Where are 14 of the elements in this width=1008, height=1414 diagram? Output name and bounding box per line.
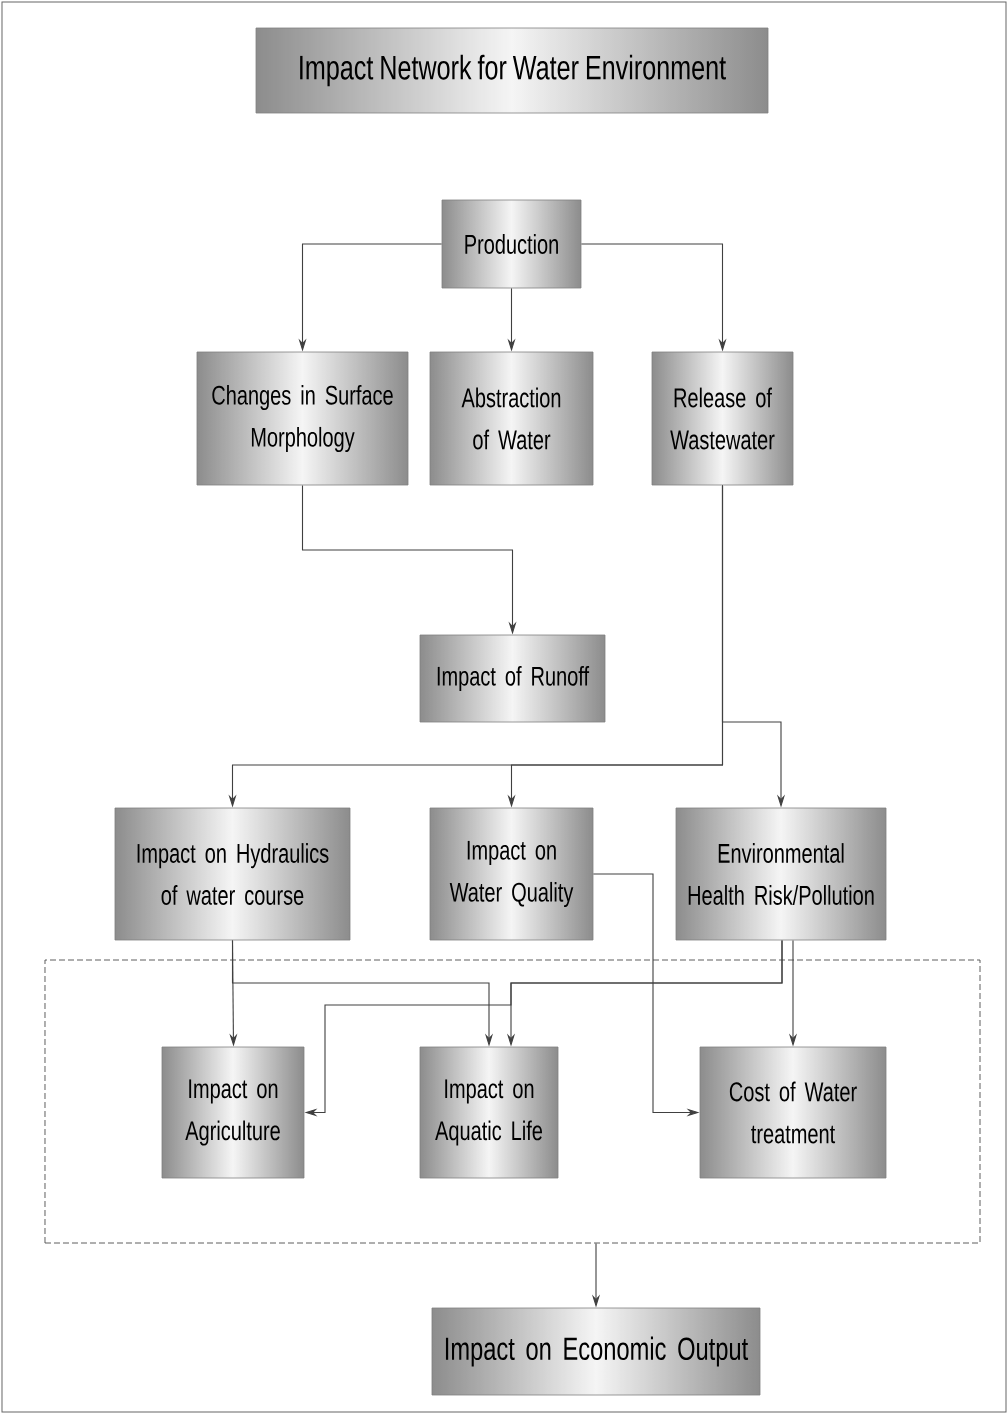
title-banner: Impact Network for Water Environment [255, 27, 769, 114]
process-box: Impact on Economic Output [431, 1307, 761, 1396]
process-box: Cost of Water treatment [699, 1046, 887, 1179]
process-box: Production [441, 199, 582, 289]
process-box: Impact on Aquatic Life [419, 1046, 559, 1179]
process-box: Changes in Surface Morphology [196, 351, 409, 486]
process-box: Impact on Hydraulics of water course [114, 807, 351, 941]
process-box: Impact on Water Quality [429, 807, 594, 941]
process-box: Environmental Health Risk/Pollution [675, 807, 887, 941]
process-box: Abstraction of Water [429, 351, 594, 486]
process-box: Impact on Agriculture [161, 1046, 305, 1179]
dashed-group-box [44, 959, 981, 1244]
process-box: Impact of Runoff [419, 634, 606, 723]
process-box: Release of Wastewater [651, 351, 794, 486]
